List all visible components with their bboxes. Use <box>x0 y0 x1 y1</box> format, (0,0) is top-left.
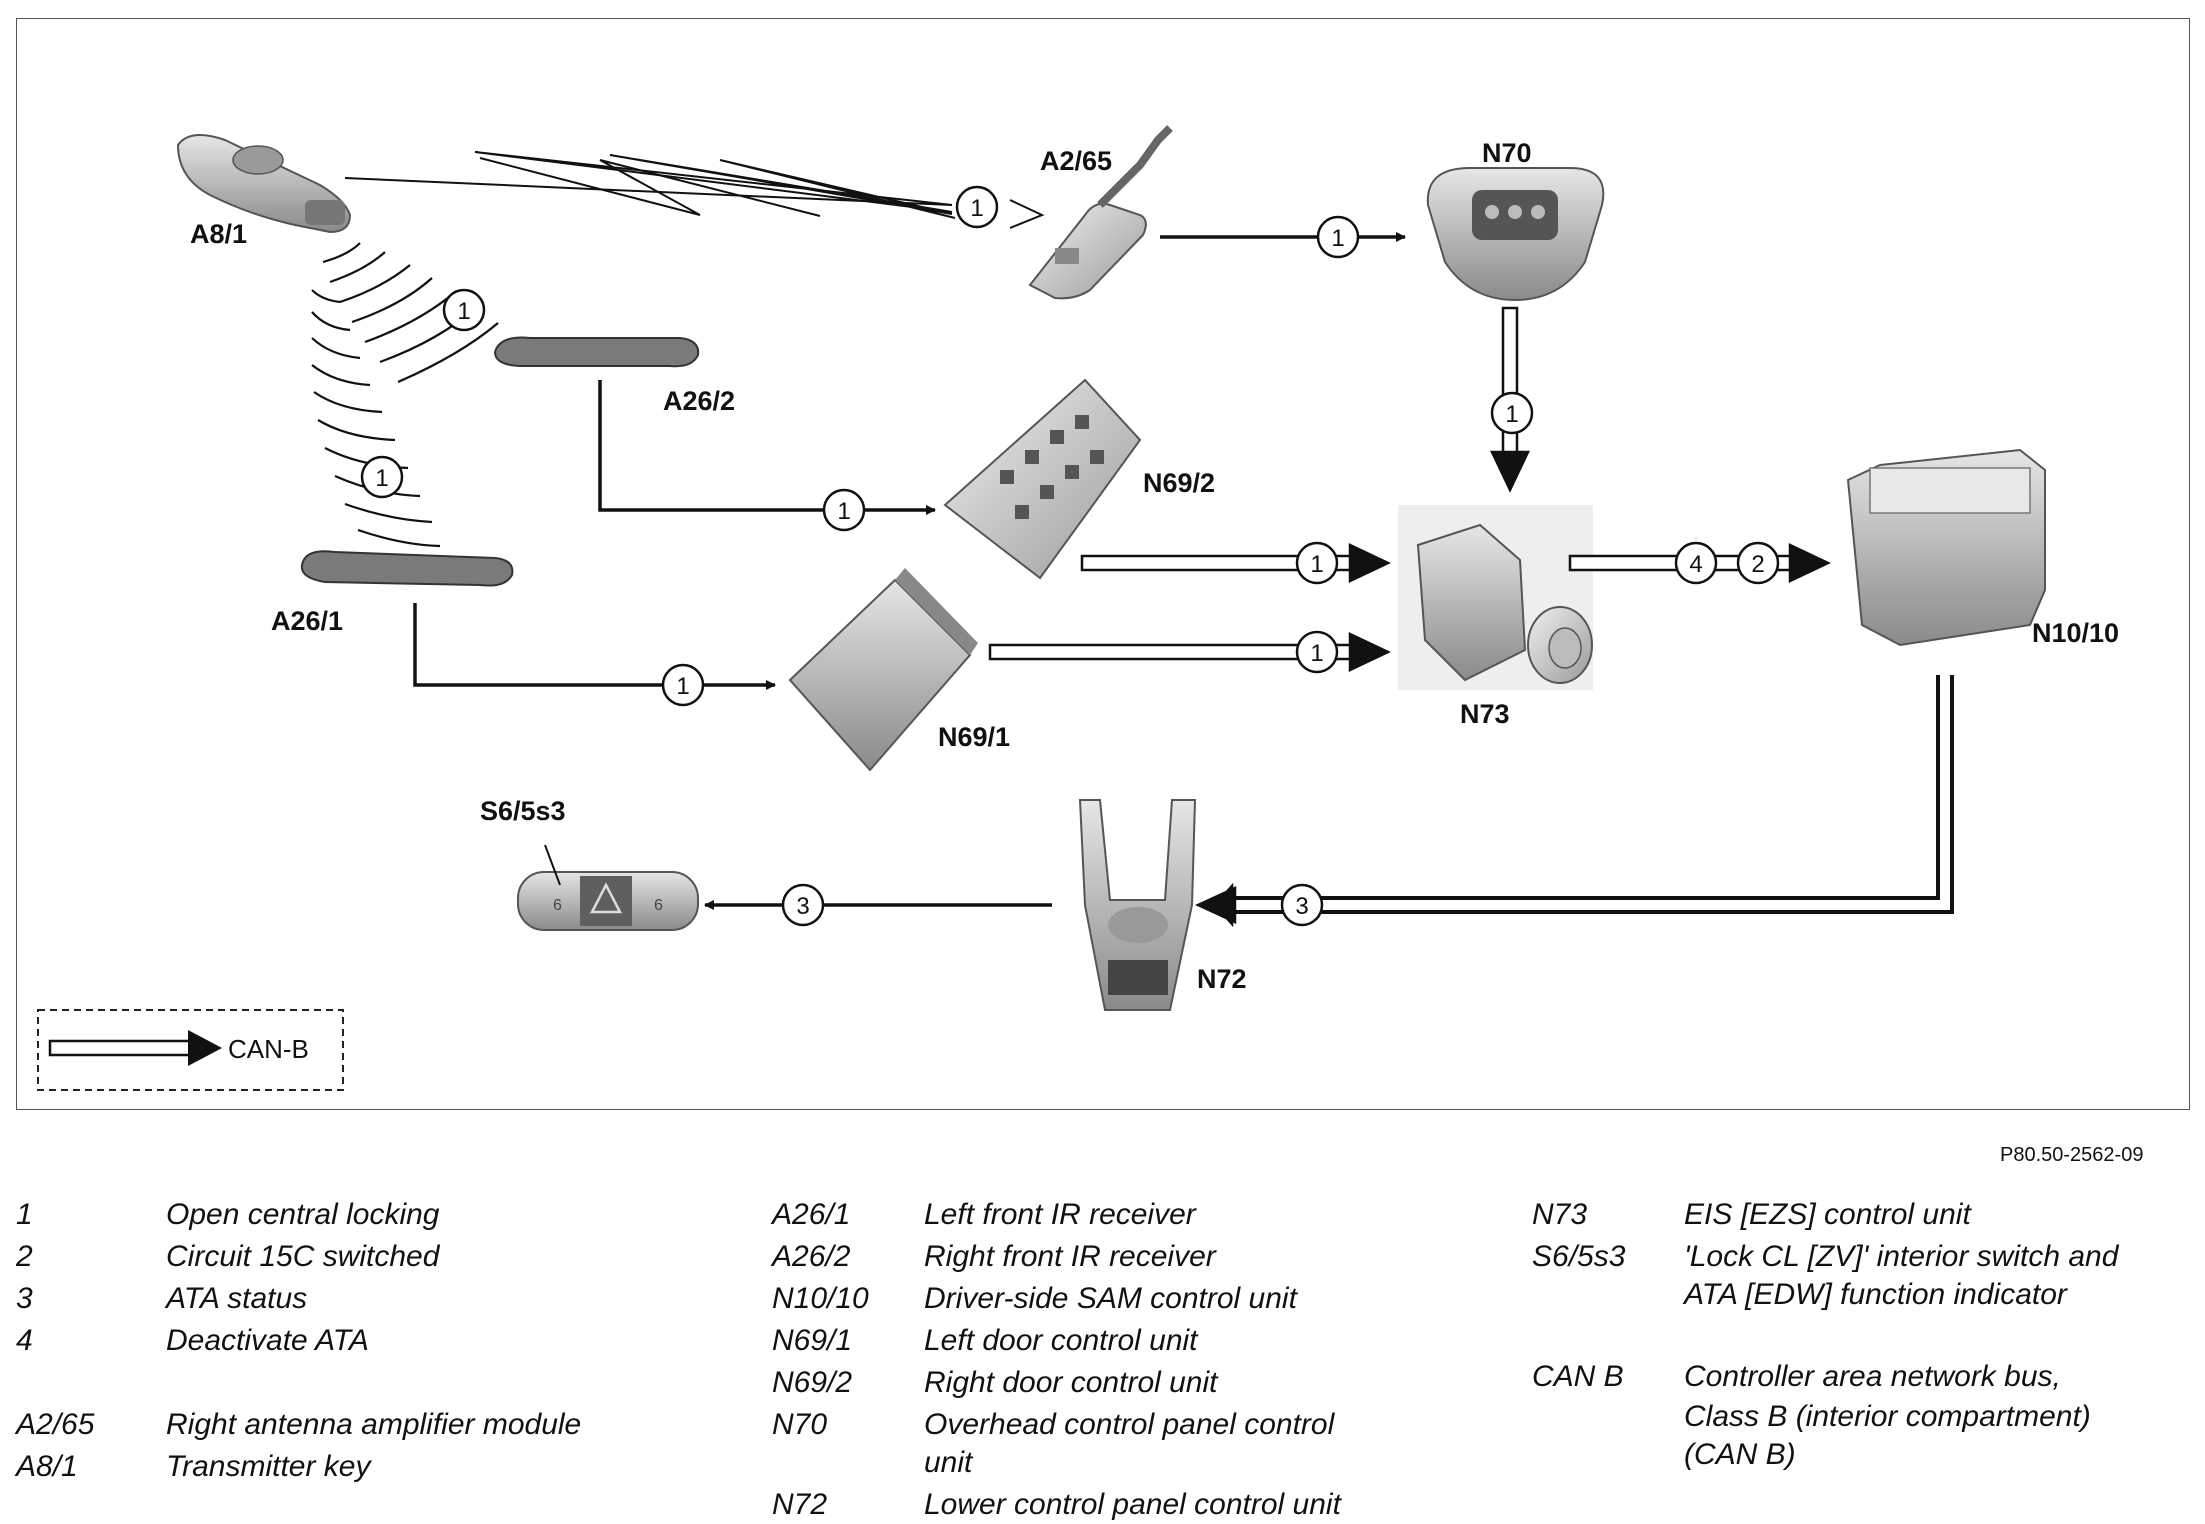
switch-leader-line <box>544 844 561 886</box>
svg-text:3: 3 <box>1295 893 1308 920</box>
svg-text:1: 1 <box>1310 551 1323 578</box>
step-marker: 1 <box>360 455 404 499</box>
rf-arrowhead <box>1009 199 1045 229</box>
legend-code: A26/1 <box>772 1198 851 1231</box>
legend-desc: Left front IR receiver <box>924 1198 1196 1231</box>
diagram-frame <box>16 18 2190 1110</box>
legend-code: 4 <box>16 1324 33 1357</box>
right-door-control-unit-icon <box>943 378 1142 580</box>
legend-desc: Circuit 15C switched <box>166 1240 440 1273</box>
label-n69-2: N69/2 <box>1143 468 1215 498</box>
legend-code: N10/10 <box>772 1282 869 1315</box>
can-b-legend-label: CAN-B <box>228 1034 309 1064</box>
label-a8-1: A8/1 <box>190 219 247 249</box>
label-n73: N73 <box>1460 699 1510 729</box>
legend-code: N70 <box>772 1408 828 1441</box>
legend-code: N72 <box>772 1488 828 1521</box>
svg-text:3: 3 <box>796 893 809 920</box>
svg-text:1: 1 <box>1310 640 1323 667</box>
antenna-amplifier-icon <box>1028 125 1173 300</box>
legend-desc: Transmitter key <box>166 1450 371 1483</box>
legend-desc: Class B (interior compartment) <box>1684 1400 2091 1433</box>
label-n72: N72 <box>1197 964 1247 994</box>
svg-text:1: 1 <box>970 195 983 222</box>
legend-code: N69/2 <box>772 1366 853 1399</box>
step-marker: 3 <box>1280 883 1324 927</box>
step-marker: 2 <box>1736 541 1780 585</box>
legend-desc: Right door control unit <box>924 1366 1218 1399</box>
legend-desc: ATA status <box>166 1282 308 1315</box>
legend-desc: (CAN B) <box>1684 1438 1796 1471</box>
svg-text:4: 4 <box>1689 551 1702 578</box>
interior-switch-icon: 6 6 <box>517 871 699 931</box>
can-b-legend-box: CAN-B <box>37 1009 344 1091</box>
lower-control-panel-icon <box>1078 799 1197 1011</box>
step-markers: 1 1 1 1 1 1 1 1 1 4 2 3 3 <box>360 185 1780 927</box>
svg-text:6: 6 <box>553 897 562 914</box>
legend-desc: Deactivate ATA <box>166 1324 369 1357</box>
svg-text:1: 1 <box>1331 225 1344 252</box>
label-a26-1: A26/1 <box>271 606 343 636</box>
legend-desc: Overhead control panel control <box>924 1408 1335 1441</box>
svg-text:1: 1 <box>676 673 689 700</box>
legend-code: 3 <box>16 1282 33 1315</box>
rf-signal <box>344 151 956 219</box>
step-marker: 1 <box>1490 391 1534 435</box>
legend-desc: Open central locking <box>166 1198 440 1231</box>
step-marker: 1 <box>1295 630 1339 674</box>
legend-desc: Right front IR receiver <box>924 1240 1216 1273</box>
step-marker: 1 <box>442 288 486 332</box>
step-marker: 1 <box>1316 215 1360 259</box>
step-marker: 1 <box>1295 541 1339 585</box>
right-ir-receiver-icon <box>493 336 700 368</box>
label-a26-2: A26/2 <box>663 386 735 416</box>
svg-text:6: 6 <box>654 897 663 914</box>
legend-desc: 'Lock CL [ZV]' interior switch and <box>1684 1240 2119 1273</box>
step-marker: 1 <box>661 663 705 707</box>
label-n10-10: N10/10 <box>2032 618 2119 648</box>
legend-code: A26/2 <box>772 1240 851 1273</box>
step-marker: 1 <box>822 488 866 532</box>
sam-control-unit-icon <box>1846 448 2046 647</box>
legend-desc: unit <box>924 1446 973 1479</box>
legend-code: A2/65 <box>16 1408 95 1441</box>
legend-code: CAN B <box>1532 1360 1624 1393</box>
step-marker: 1 <box>955 185 999 229</box>
left-ir-receiver-icon <box>300 550 514 587</box>
label-a2-65: A2/65 <box>1040 146 1112 176</box>
ir-waves <box>311 242 499 548</box>
transmitter-key-icon <box>176 134 352 234</box>
svg-text:2: 2 <box>1751 551 1764 578</box>
svg-text:1: 1 <box>837 498 850 525</box>
left-door-control-unit-icon <box>788 568 978 772</box>
legend-desc: Lower control panel control unit <box>924 1488 1341 1521</box>
step-marker: 3 <box>781 883 825 927</box>
svg-text:1: 1 <box>457 298 470 325</box>
legend-desc: Controller area network bus, <box>1684 1360 2061 1393</box>
legend-desc: EIS [EZS] control unit <box>1684 1198 1971 1231</box>
legend-desc: Driver-side SAM control unit <box>924 1282 1297 1315</box>
can-b-lines <box>988 306 1954 928</box>
legend-code: S6/5s3 <box>1532 1240 1626 1273</box>
figure-code: P80.50-2562-09 <box>2000 1144 2144 1166</box>
legend-desc: ATA [EDW] function indicator <box>1684 1278 2067 1311</box>
label-n70: N70 <box>1482 138 1532 168</box>
svg-text:1: 1 <box>375 465 388 492</box>
overhead-control-panel-icon <box>1426 167 1605 302</box>
legend-code: A8/1 <box>16 1450 78 1483</box>
step-marker: 4 <box>1674 541 1718 585</box>
legend-code: N73 <box>1532 1198 1588 1231</box>
system-diagram: 6 6 <box>37 125 2119 1091</box>
legend-code: N69/1 <box>772 1324 853 1357</box>
legend-code: 2 <box>16 1240 33 1273</box>
eis-control-unit-icon <box>1398 505 1593 690</box>
legend-desc: Left door control unit <box>924 1324 1198 1357</box>
label-n69-1: N69/1 <box>938 722 1010 752</box>
svg-text:1: 1 <box>1505 401 1518 428</box>
label-s6-5s3: S6/5s3 <box>480 796 566 826</box>
legend-code: 1 <box>16 1198 33 1231</box>
legend-desc: Right antenna amplifier module <box>166 1408 582 1441</box>
